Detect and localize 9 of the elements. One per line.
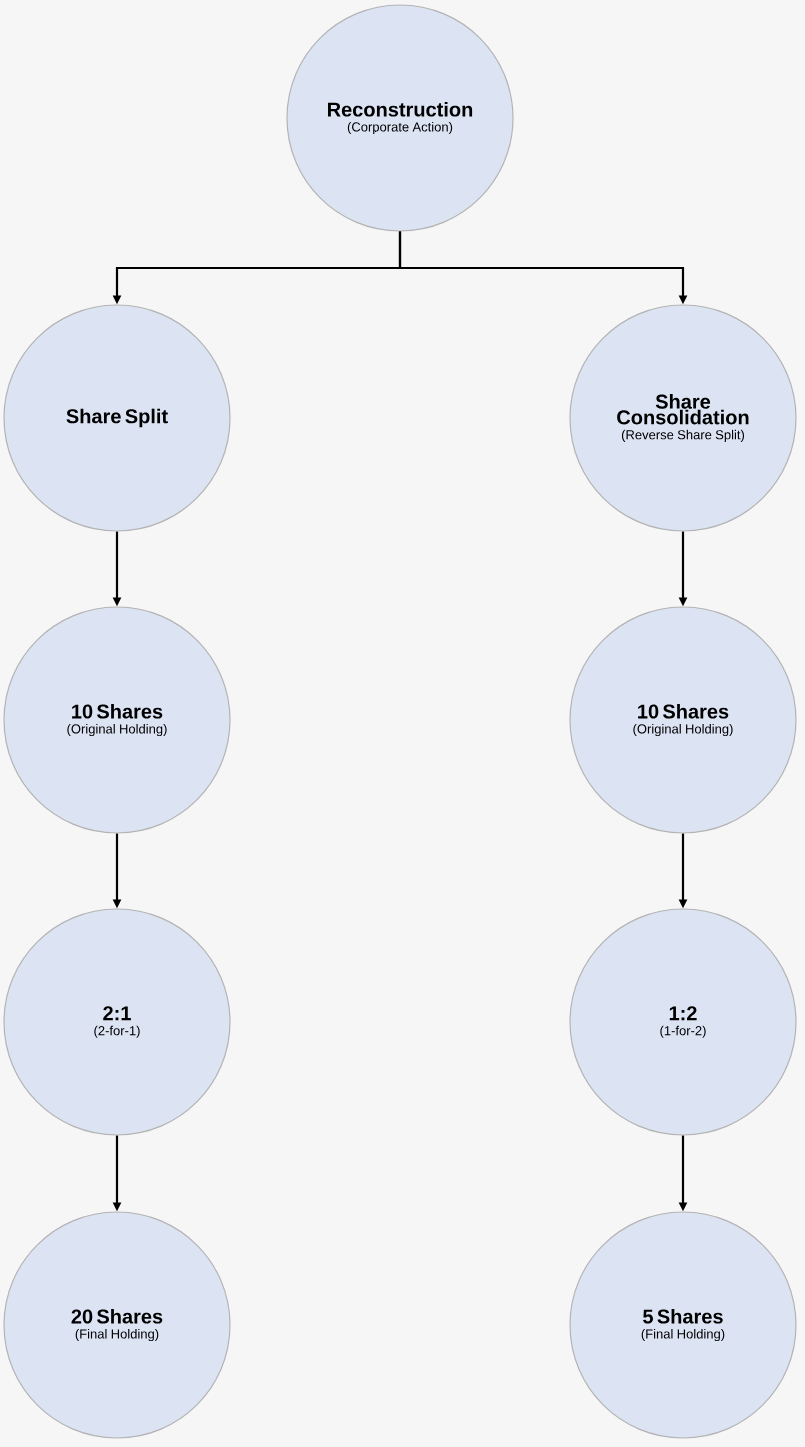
circle-node: Share Consolidation (Reverse Share Split) [569, 304, 797, 532]
circle-node: 5 Shares (Final Holding) [569, 1211, 797, 1439]
circle-node: 10 Shares (Original Holding) [3, 606, 231, 834]
circle-node: 20 Shares (Final Holding) [3, 1211, 231, 1439]
circle-node: 1:2 (1-for-2) [569, 908, 797, 1136]
circle-node: Reconstruction (Corporate Action) [286, 4, 514, 232]
circle-node: 10 Shares (Original Holding) [569, 606, 797, 834]
circle-node: Share Split [3, 304, 231, 532]
circle-node: 2:1 (2-for-1) [3, 908, 231, 1136]
